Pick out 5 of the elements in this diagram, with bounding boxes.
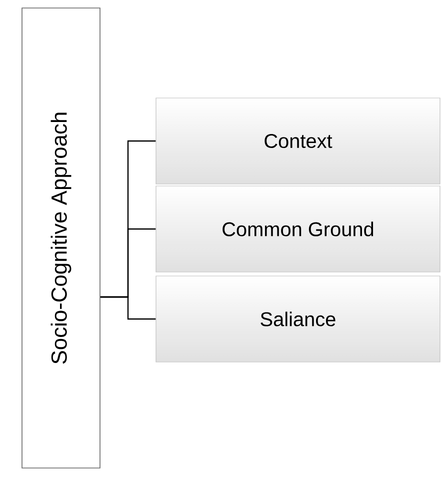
- connector-line: [100, 296, 156, 320]
- process-box: Context: [156, 98, 440, 184]
- vertical-heading-box: Socio-Cognitive Approach: [22, 8, 100, 468]
- process-box: Saliance: [156, 276, 440, 362]
- process-box: Common Ground: [156, 186, 440, 272]
